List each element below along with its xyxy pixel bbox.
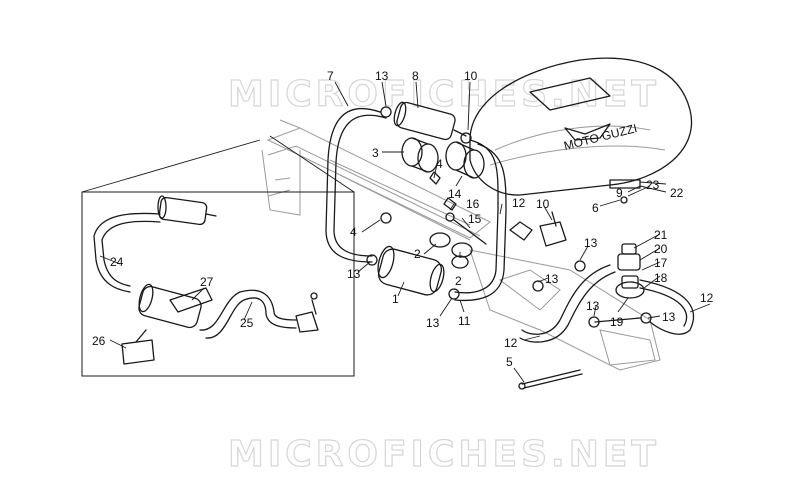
watermark-bottom: MICROFICHES.NET [228, 434, 660, 475]
callout-13: 13 [662, 310, 676, 324]
hose-12-right [639, 279, 695, 335]
callout-11: 11 [458, 314, 471, 328]
watermark-top: MICROFICHES.NET [228, 74, 660, 115]
callout-21: 21 [654, 228, 668, 242]
callout-7: 7 [327, 69, 334, 83]
callout-13: 13 [426, 316, 440, 330]
callout-17: 17 [654, 256, 668, 270]
connector-10 [509, 211, 567, 247]
fuel-pump-1 [377, 245, 445, 296]
frame-rails [261, 119, 661, 371]
callout-numbers: 7 13 8 10 3 4 14 9 23 22 6 16 12 10 15 4… [92, 69, 714, 369]
screws [380, 171, 487, 245]
callout-24: 24 [110, 255, 124, 269]
callout-12: 12 [512, 196, 526, 210]
callout-23: 23 [646, 178, 660, 192]
callout-13: 13 [586, 299, 600, 313]
callout-13: 13 [375, 69, 389, 83]
callout-12: 12 [700, 291, 714, 305]
callout-13: 13 [584, 236, 598, 250]
fuel-tap-assembly [609, 179, 645, 299]
callout-19: 19 [610, 315, 624, 329]
clips-13 [366, 106, 652, 328]
hose-7 [325, 107, 387, 263]
callout-4: 4 [350, 225, 357, 239]
callout-4: 4 [436, 157, 443, 171]
callout-9: 9 [616, 186, 623, 200]
callout-20: 20 [654, 242, 668, 256]
callout-16: 16 [466, 197, 480, 211]
inset-box [81, 135, 355, 377]
rubber-sleeve-3 [401, 137, 439, 173]
callout-2: 2 [414, 247, 421, 261]
callout-5: 5 [506, 355, 513, 369]
callout-1: 1 [392, 292, 399, 306]
callout-22: 22 [670, 186, 684, 200]
callout-10: 10 [536, 197, 550, 211]
callout-26: 26 [92, 334, 106, 348]
callout-13: 13 [545, 272, 559, 286]
callout-13: 13 [347, 267, 361, 281]
sleeve-14 [445, 141, 485, 179]
callout-10: 10 [464, 69, 478, 83]
hose-12-lower [519, 264, 641, 343]
leader-lines [99, 81, 711, 383]
callout-15: 15 [468, 212, 482, 226]
callout-27: 27 [200, 275, 214, 289]
callout-3: 3 [372, 146, 379, 160]
fuel-filter-8 [393, 101, 467, 141]
callout-6: 6 [592, 201, 599, 215]
hose-12-upper [454, 139, 507, 302]
callout-18: 18 [654, 271, 668, 285]
rod-5 [518, 369, 583, 390]
callout-8: 8 [412, 69, 419, 83]
callout-2: 2 [455, 274, 462, 288]
callout-12: 12 [504, 336, 518, 350]
callout-25: 25 [240, 316, 254, 330]
callout-14: 14 [448, 187, 462, 201]
